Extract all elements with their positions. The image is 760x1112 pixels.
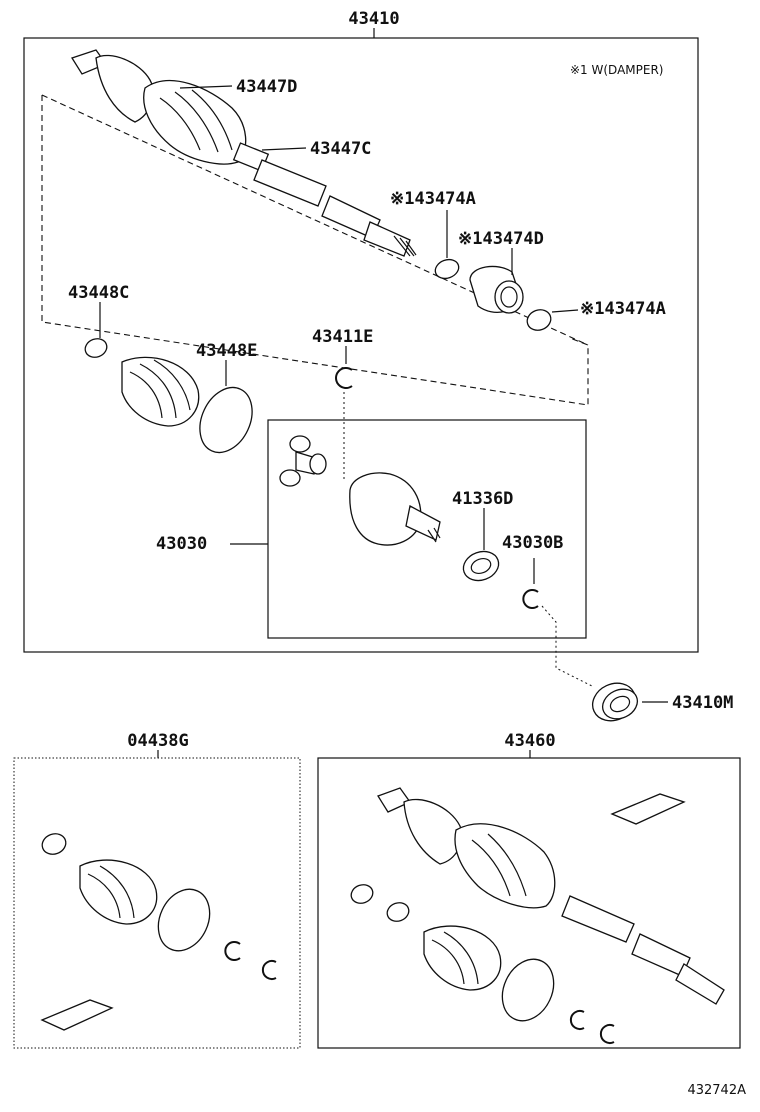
dust-seal — [462, 550, 500, 582]
label-43410M: 43410M — [672, 693, 733, 713]
label-43460: 43460 — [504, 731, 555, 751]
kit-band-2 — [501, 958, 555, 1022]
label-43030B: 43030B — [502, 533, 563, 553]
inner-band — [199, 386, 253, 454]
inner-clamp — [84, 338, 108, 358]
label-43030: 43030 — [156, 534, 207, 554]
kit-grease-pack — [40, 999, 114, 1031]
clamp-a-lower — [526, 309, 552, 331]
assembly-frame — [23, 37, 699, 653]
kit-ring-4 — [599, 1024, 615, 1044]
label-43447C: 43447C — [310, 139, 371, 159]
damper — [469, 265, 524, 314]
label-43474D: ※143474D — [458, 229, 544, 249]
label-43411E: 43411E — [312, 327, 373, 347]
label-43474A-upper: ※143474A — [390, 189, 476, 209]
kit-clamp-3 — [386, 902, 410, 922]
tripod — [279, 435, 327, 487]
diagram-reference: 432742A — [687, 1083, 746, 1098]
bearing — [592, 682, 639, 722]
label-41336D: 41336D — [452, 489, 513, 509]
clamp-a-upper — [434, 258, 460, 280]
kit-ring-1 — [224, 941, 241, 961]
kit-grease-pack-2 — [610, 793, 686, 825]
shaft-kit-frame — [317, 757, 741, 1049]
label-43448E: 43448E — [196, 341, 257, 361]
circlip — [522, 589, 539, 609]
joint-housing — [349, 472, 441, 546]
note-damper: ※1 W(DAMPER) — [570, 63, 663, 77]
label-43448C: 43448C — [68, 283, 129, 303]
kit-boot — [79, 859, 158, 925]
boot-kit-frame — [13, 757, 301, 1049]
kit-shaft — [377, 787, 725, 1005]
kit-band — [157, 888, 211, 952]
label-43410: 43410 — [348, 9, 399, 29]
kit-boot-2 — [423, 925, 502, 991]
inner-joint-box — [267, 419, 587, 639]
label-43447D: 43447D — [236, 77, 297, 97]
kit-ring-2 — [261, 960, 277, 980]
inner-boot — [121, 356, 200, 427]
label-43474A-lower: ※143474A — [580, 299, 666, 319]
kit-clamp — [41, 833, 67, 855]
snap-ring — [335, 367, 353, 389]
label-04438G: 04438G — [127, 731, 188, 751]
kit-clamp-2 — [350, 884, 374, 904]
kit-ring-3 — [569, 1010, 585, 1030]
drive-shaft-upper — [71, 49, 417, 257]
